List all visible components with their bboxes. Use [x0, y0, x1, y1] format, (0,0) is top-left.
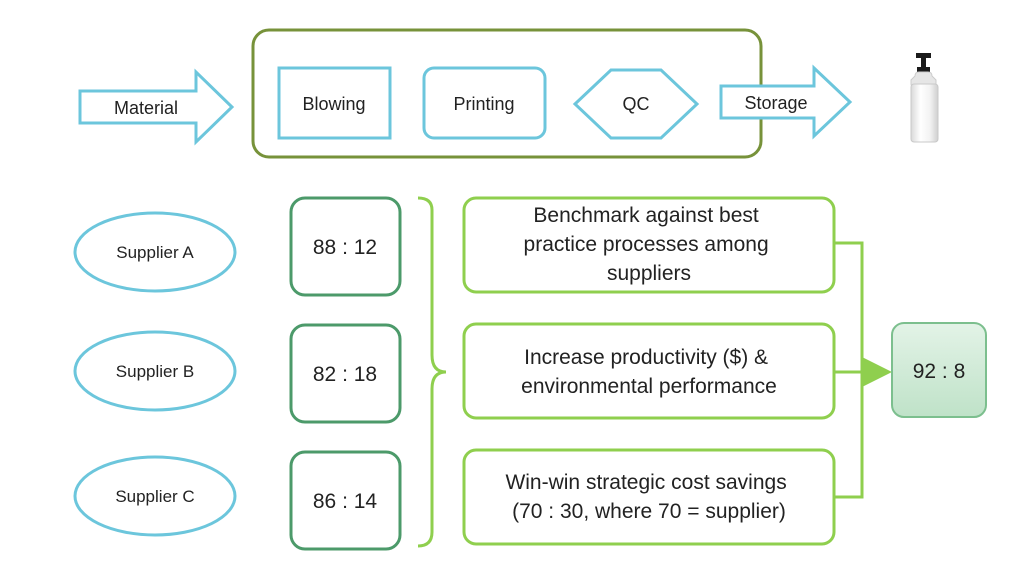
- supplier-c-label: Supplier C: [115, 487, 194, 506]
- bottle-icon: [910, 53, 939, 143]
- action-productivity-text: Increase productivity ($) & environmenta…: [521, 346, 777, 398]
- action-cost-savings-line-2: (70 : 30, where 70 = supplier): [512, 500, 786, 523]
- storage-label: Storage: [744, 93, 807, 113]
- action-cost-savings: Win-win strategic cost savings (70 : 30,…: [462, 448, 836, 546]
- action-productivity-line-2: environmental performance: [521, 375, 777, 398]
- grouping-brace: [417, 196, 447, 548]
- action-benchmark-line-2: practice processes among: [524, 233, 769, 256]
- action-productivity-line-1: Increase productivity ($) &: [524, 346, 768, 369]
- ratio-box-c: 86 : 14: [289, 450, 402, 551]
- qc-decision: QC: [572, 68, 700, 140]
- ratio-c-label: 86 : 14: [313, 490, 378, 513]
- qc-label: QC: [623, 94, 650, 114]
- action-cost-savings-line-1: Win-win strategic cost savings: [505, 471, 786, 494]
- printing-step: Printing: [422, 66, 547, 140]
- material-arrow: Material: [78, 68, 235, 146]
- result-label: 92 : 8: [913, 360, 966, 383]
- ratio-a-label: 88 : 12: [313, 236, 377, 259]
- supplier-a: Supplier A: [73, 211, 237, 293]
- storage-arrow: Storage: [719, 64, 853, 140]
- supplier-c: Supplier C: [73, 455, 237, 537]
- material-label: Material: [114, 98, 178, 118]
- result-box: 92 : 8: [891, 322, 987, 418]
- connector-top: [834, 241, 864, 372]
- printing-label: Printing: [453, 94, 514, 114]
- supplier-a-label: Supplier A: [116, 243, 194, 262]
- blowing-label: Blowing: [302, 94, 365, 114]
- action-benchmark-line-3: suppliers: [607, 262, 691, 285]
- action-benchmark: Benchmark against best practice processe…: [462, 196, 836, 294]
- action-productivity: Increase productivity ($) & environmenta…: [462, 322, 836, 420]
- supplier-b: Supplier B: [73, 330, 237, 412]
- action-cost-savings-text: Win-win strategic cost savings (70 : 30,…: [505, 471, 792, 523]
- action-benchmark-text: Benchmark against best practice processe…: [524, 204, 775, 285]
- action-benchmark-line-1: Benchmark against best: [533, 204, 758, 227]
- connector-bottom: [834, 372, 864, 499]
- ratio-box-b: 82 : 18: [289, 323, 402, 424]
- supplier-b-label: Supplier B: [116, 362, 194, 381]
- blowing-step: Blowing: [277, 66, 392, 140]
- ratio-box-a: 88 : 12: [289, 196, 402, 297]
- ratio-b-label: 82 : 18: [313, 363, 377, 386]
